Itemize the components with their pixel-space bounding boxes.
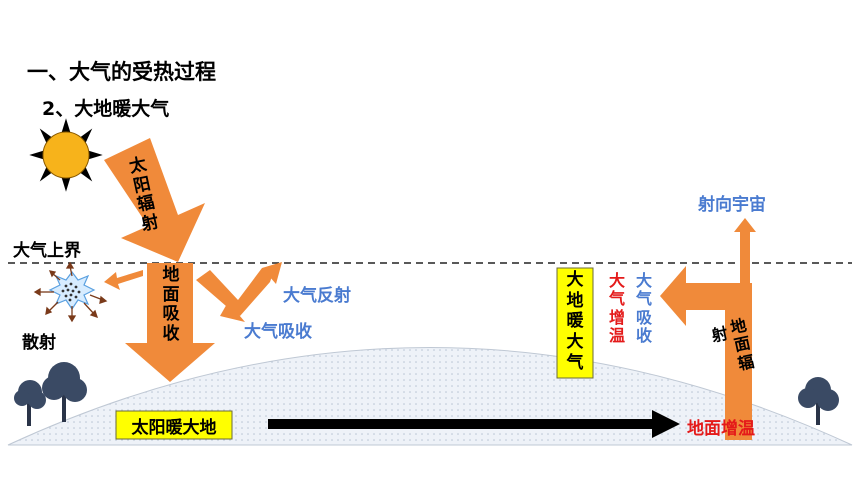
air-warming-label: 大 气 增 温 — [605, 271, 629, 346]
vchar: 辐 — [736, 351, 756, 374]
ground-radiation-text-a: 地 面 辐 — [729, 315, 756, 374]
vchar: 气 — [635, 289, 652, 309]
vchar: 收 — [635, 326, 652, 346]
vchar: 气 — [566, 352, 584, 373]
ground-absorption-arrow — [125, 263, 215, 382]
ground-absorption-label: 地 面 吸 收 — [151, 265, 191, 344]
sun-icon — [29, 118, 103, 192]
aerosol-particles-icon — [33, 261, 108, 323]
ground-radiation-col2: 射 — [709, 323, 730, 346]
sun-warms-ground-label: 太阳暖大地 — [131, 418, 217, 438]
vchar: 暖 — [566, 311, 584, 332]
vchar: 大 — [566, 270, 584, 290]
ground-warms-air-label: 大 地 暖 大 气 — [557, 270, 593, 374]
vchar: 气 — [608, 289, 625, 309]
tree-icon — [14, 362, 87, 426]
solar-radiation-arrow — [104, 138, 205, 262]
tree-icon — [798, 377, 839, 425]
page-title: 一、大气的受热过程 — [27, 60, 216, 84]
atmosphere-reflection-arrow — [196, 268, 275, 316]
atmosphere-reflection-tip — [262, 262, 282, 284]
vchar: 收 — [162, 323, 180, 344]
ground-warming-label: 地面增温 — [687, 419, 755, 439]
ground-radiation-text-b: 射 — [709, 323, 730, 346]
vchar: 吸 — [162, 304, 180, 325]
to-space-label: 射向宇宙 — [698, 195, 766, 215]
warming-arrow-head — [652, 410, 680, 438]
warming-arrow-shaft — [268, 419, 656, 429]
vchar: 吸 — [635, 307, 652, 327]
atmosphere-reflection-label: 大气反射 — [283, 286, 351, 306]
scatter-arrow — [104, 270, 143, 290]
vchar: 大 — [608, 271, 625, 290]
vchar: 大 — [566, 332, 584, 353]
vchar: 大 — [635, 271, 652, 290]
vchar: 面 — [162, 284, 180, 305]
vchar: 地 — [162, 265, 180, 285]
ground-radiation-arrow — [660, 266, 752, 440]
ground-radiation-col1: 地 面 辐 — [729, 315, 756, 374]
atmosphere-absorption-tip — [220, 302, 245, 322]
vchar: 地 — [566, 290, 584, 311]
vchar: 增 — [608, 307, 625, 327]
vchar: 射 — [139, 211, 161, 235]
section-subtitle: 2、大地暖大气 — [42, 98, 170, 120]
ground-warms-air-box — [556, 267, 594, 379]
boundary-label: 大气上界 — [13, 241, 81, 261]
atmosphere-absorption-label: 大气吸收 — [244, 322, 312, 342]
vchar: 温 — [608, 326, 625, 346]
sun-warms-ground-box — [115, 410, 233, 440]
to-space-arrow — [734, 218, 756, 283]
air-absorption-label: 大 气 吸 收 — [632, 271, 656, 346]
scatter-label: 散射 — [22, 333, 56, 353]
vchar: 射 — [709, 323, 730, 346]
